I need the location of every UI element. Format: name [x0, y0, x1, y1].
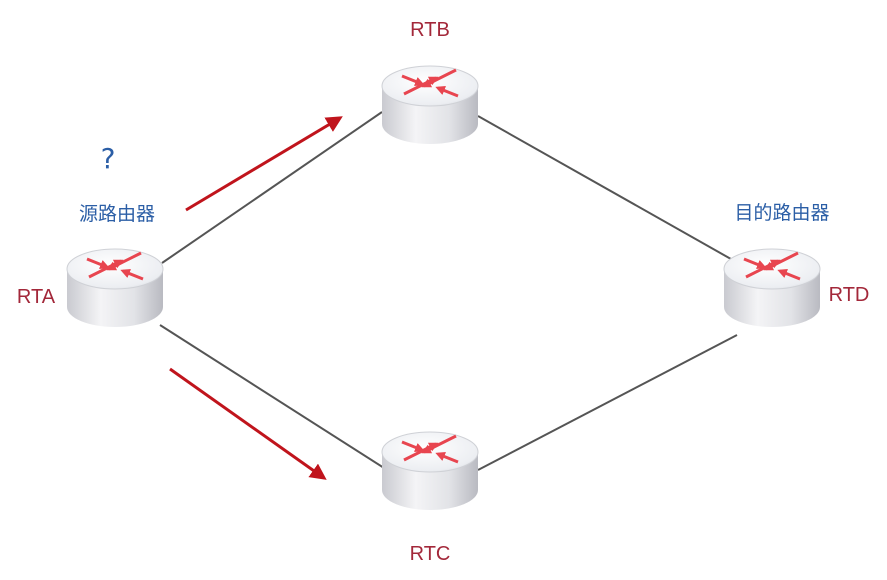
router-rtc	[382, 432, 478, 510]
link-rta-rtb	[161, 111, 383, 264]
router-icon	[724, 249, 820, 327]
destination-router-label: 目的路由器	[734, 202, 829, 224]
link-rtc-rtd	[477, 334, 738, 471]
router-label-rtc: RTC	[410, 543, 451, 565]
router-label-rta: RTA	[17, 286, 56, 308]
router-label-rtb: RTB	[410, 19, 450, 41]
link-rta-rtc	[159, 324, 385, 469]
router-icon	[67, 249, 163, 327]
arrow-right-icon	[185, 116, 343, 212]
link-rtb-rtd	[477, 115, 739, 264]
router-rtb	[382, 66, 478, 144]
router-rta	[67, 249, 163, 327]
router-icon	[382, 66, 478, 144]
question-mark: ?	[101, 142, 116, 175]
router-rtd	[724, 249, 820, 327]
router-label-rtd: RTD	[829, 284, 870, 306]
router-icon	[382, 432, 478, 510]
source-router-label: 源路由器	[79, 203, 155, 225]
arrow-right-icon	[169, 367, 327, 480]
